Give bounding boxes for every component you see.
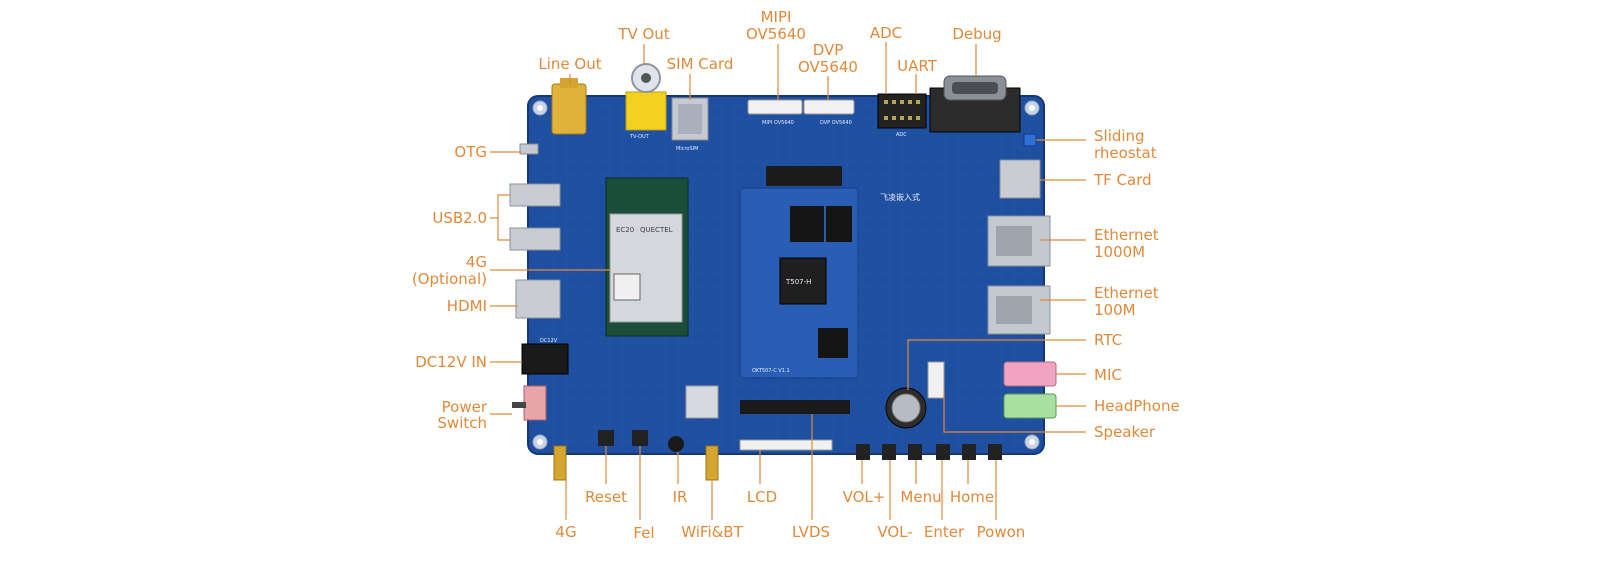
sim-silk: MicroSIM bbox=[676, 146, 698, 152]
label-mic: MIC bbox=[1094, 366, 1122, 384]
label-vol-plus: VOL+ bbox=[843, 488, 886, 506]
usb-ports bbox=[509, 183, 561, 251]
headphone-jack bbox=[1003, 393, 1057, 419]
leader-lines bbox=[490, 42, 1086, 520]
wifi-module bbox=[685, 385, 719, 419]
mipi-silk: MIPI OV5640 bbox=[762, 120, 794, 126]
lvds-connector bbox=[740, 400, 850, 414]
label-power-1: Power bbox=[442, 398, 488, 416]
4g-vendor-silk: QUECTEL bbox=[640, 226, 673, 234]
label-rtc: RTC bbox=[1094, 331, 1122, 349]
antennas bbox=[553, 445, 719, 481]
label-eth100-1: Ethernet bbox=[1094, 284, 1159, 302]
core-module: T507-H OKT507-C V1.1 飞凌嵌入式 bbox=[739, 166, 920, 379]
tf-card-slot bbox=[999, 159, 1041, 199]
label-usb: USB2.0 bbox=[432, 209, 487, 227]
dc-silk: DC12V bbox=[540, 338, 558, 344]
label-wifi-bt: WiFi&BT bbox=[681, 523, 743, 541]
adc-silk: ADC bbox=[896, 132, 907, 138]
dc-jack: DC12V bbox=[521, 338, 569, 375]
label-reset: Reset bbox=[585, 488, 627, 506]
line-out-jack bbox=[551, 78, 587, 135]
label-hdmi: HDMI bbox=[447, 297, 487, 315]
rtc-battery bbox=[885, 387, 927, 429]
label-lcd: LCD bbox=[747, 488, 777, 506]
label-vol-minus: VOL- bbox=[877, 523, 912, 541]
label-powon: Powon bbox=[977, 523, 1026, 541]
label-ir: IR bbox=[673, 488, 688, 506]
mounting-holes bbox=[532, 100, 1040, 450]
label-line-out: Line Out bbox=[538, 55, 601, 73]
leader-usb-bracket bbox=[497, 194, 510, 241]
leader-rtc bbox=[907, 339, 1086, 390]
module-id-silk: OKT507-C V1.1 bbox=[752, 368, 790, 374]
bottom-buttons bbox=[598, 430, 1002, 460]
hdmi-port bbox=[515, 279, 561, 319]
label-eth100-2: 100M bbox=[1094, 301, 1136, 319]
label-fel: Fel bbox=[633, 524, 654, 542]
label-uart: UART bbox=[897, 57, 938, 75]
tv-out-silk: TV-OUT bbox=[629, 134, 650, 140]
4g-chip-silk: EC20 bbox=[616, 226, 634, 234]
ir-receiver bbox=[668, 436, 684, 452]
camera-connectors: MIPI OV5640 DVP OV5640 bbox=[747, 99, 855, 126]
otg-port bbox=[519, 143, 539, 155]
label-eth1000-1: Ethernet bbox=[1094, 226, 1159, 244]
label-adc: ADC bbox=[870, 24, 902, 42]
headers-top: ADC bbox=[877, 93, 927, 138]
lcd-connector bbox=[739, 439, 833, 451]
label-sliding-2: rheostat bbox=[1094, 144, 1157, 162]
label-mipi-2: OV5640 bbox=[746, 25, 806, 43]
chip-silk: T507-H bbox=[785, 278, 811, 286]
mic-jack bbox=[1003, 361, 1057, 387]
label-menu: Menu bbox=[900, 488, 941, 506]
4g-module: EC20 QUECTEL bbox=[605, 177, 689, 337]
tv-out-rca: TV-OUT bbox=[625, 63, 667, 140]
label-eth1000-2: 1000M bbox=[1094, 243, 1145, 261]
label-4g-antenna: 4G bbox=[555, 523, 576, 541]
label-tv-out: TV Out bbox=[617, 25, 670, 43]
label-speaker: Speaker bbox=[1094, 423, 1156, 441]
dvp-silk: DVP OV5640 bbox=[820, 120, 852, 126]
brand-silk: 飞凌嵌入式 bbox=[880, 192, 920, 202]
label-enter: Enter bbox=[924, 523, 965, 541]
callout-labels: Line Out TV Out SIM Card MIPI OV5640 DVP… bbox=[412, 8, 1180, 542]
label-debug: Debug bbox=[952, 25, 1001, 43]
label-mipi-1: MIPI bbox=[761, 8, 792, 26]
label-lvds: LVDS bbox=[792, 523, 830, 541]
label-4g-optional-2: (Optional) bbox=[412, 270, 487, 288]
label-headphone: HeadPhone bbox=[1094, 397, 1180, 415]
label-dvp-2: OV5640 bbox=[798, 58, 858, 76]
ethernet-jacks bbox=[987, 215, 1051, 335]
speaker-connector bbox=[927, 361, 945, 399]
leader-speaker bbox=[943, 390, 1086, 433]
sliding-rheostat-part bbox=[1023, 133, 1037, 147]
debug-db9 bbox=[929, 75, 1021, 133]
label-home: Home bbox=[950, 488, 994, 506]
power-switch bbox=[512, 385, 547, 421]
label-dvp-1: DVP bbox=[813, 41, 844, 59]
label-otg: OTG bbox=[454, 143, 487, 161]
label-4g-optional-1: 4G bbox=[466, 253, 487, 271]
label-power-2: Switch bbox=[437, 414, 487, 432]
label-sim-card: SIM Card bbox=[667, 55, 734, 73]
label-sliding-1: Sliding bbox=[1094, 127, 1145, 145]
sim-holder: MicroSIM bbox=[671, 97, 709, 152]
label-tf-card: TF Card bbox=[1093, 171, 1152, 189]
label-dc12v: DC12V IN bbox=[415, 353, 487, 371]
